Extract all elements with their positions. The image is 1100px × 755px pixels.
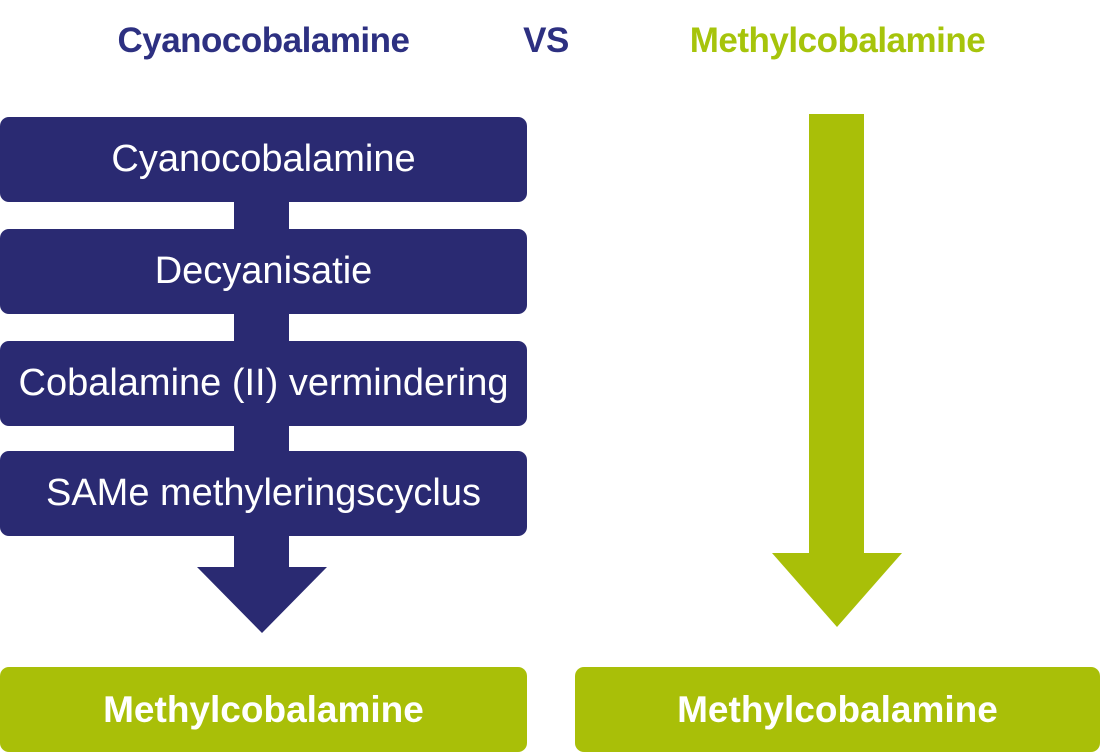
left-result-label: Methylcobalamine: [103, 688, 424, 730]
left-result-box: Methylcobalamine: [0, 667, 527, 752]
left-column-title: Cyanocobalamine: [117, 21, 410, 60]
right-down-arrow-icon: [772, 553, 902, 627]
right-result-box: Methylcobalamine: [575, 667, 1100, 752]
process-step-label: Cobalamine (II) vermindering: [18, 362, 509, 404]
process-step-label: Decyanisatie: [154, 250, 373, 292]
process-step-decyanisatie: Decyanisatie: [0, 229, 527, 314]
process-step-cobalamine-vermindering: Cobalamine (II) vermindering: [0, 341, 527, 426]
process-step-label: Cyanocobalamine: [111, 138, 416, 180]
process-step-label: SAMe methyleringscyclus: [45, 472, 482, 514]
right-column-title: Methylcobalamine: [689, 21, 986, 60]
right-result-label: Methylcobalamine: [677, 688, 998, 730]
process-step-same-methyleringscyclus: SAMe methyleringscyclus: [0, 451, 527, 536]
process-step-cyanocobalamine: Cyanocobalamine: [0, 117, 527, 202]
right-down-arrow-shaft: [809, 114, 864, 553]
left-down-arrow-icon: [197, 567, 327, 633]
vs-label: VS: [523, 21, 569, 60]
